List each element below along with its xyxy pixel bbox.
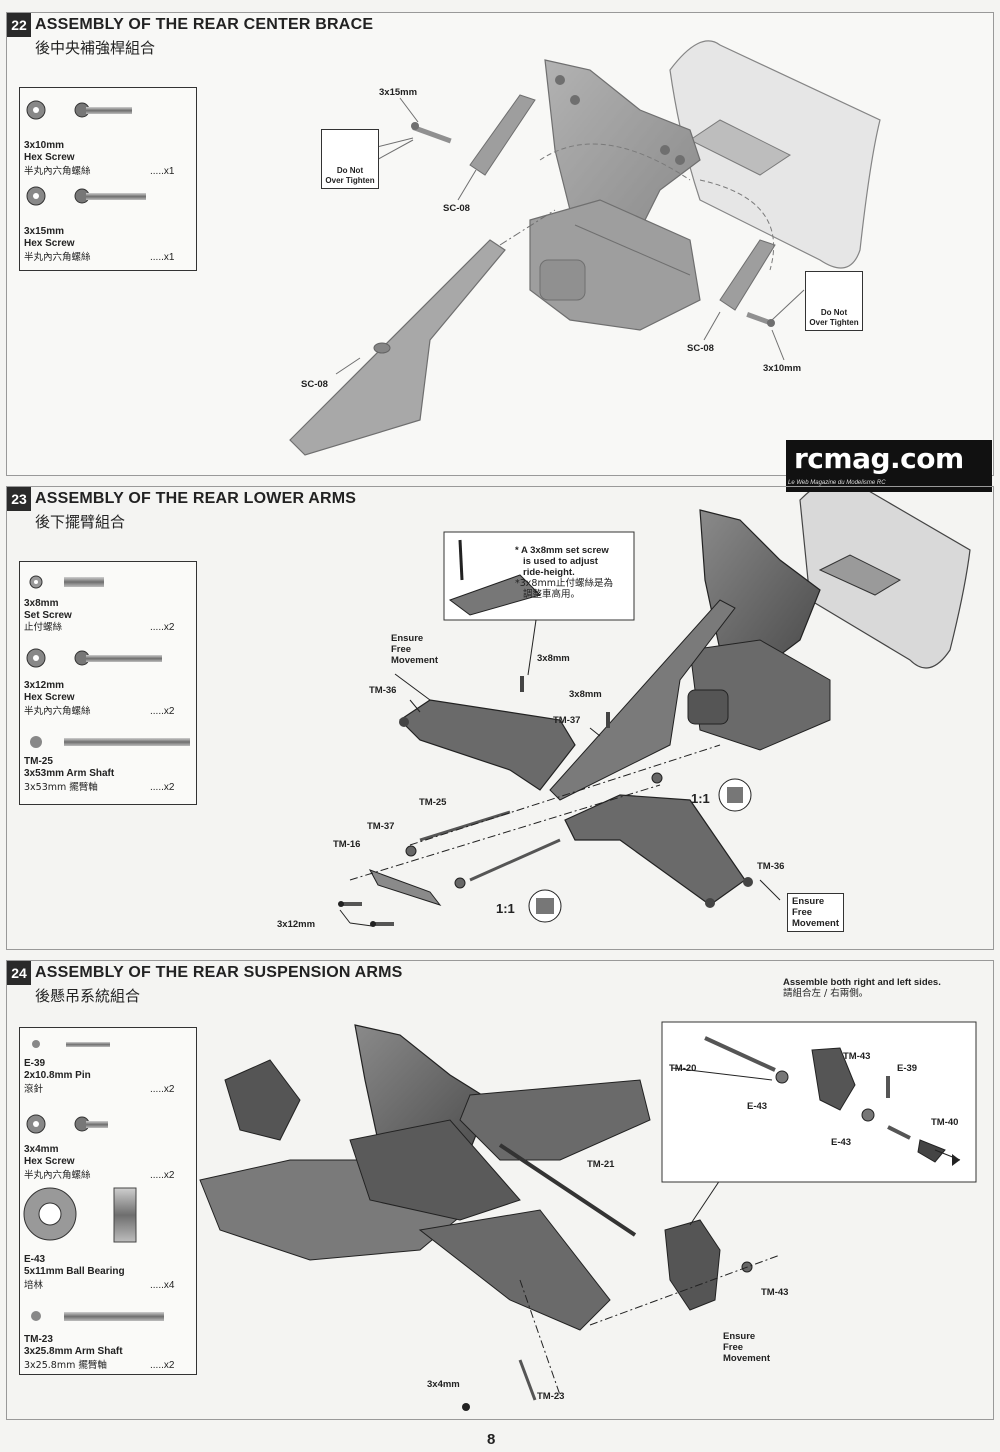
label-3x15mm: 3x15mm [379,87,418,98]
part-qty: .....x4 [150,1280,175,1291]
label-3x8mm: 3x8mm [569,689,602,700]
part-cn: 3x25.8mm 擺臂軸 [24,1360,107,1371]
part-name: 3x4mm [24,1144,59,1155]
part-name: 3x8mm [24,598,59,609]
part-desc: 5x11mm Ball Bearing [24,1266,125,1277]
label-tm43: TM-43 [761,1287,789,1298]
step-number: 24 [7,961,31,985]
label-3x8mm: 3x8mm [537,653,570,664]
do-not-over-tighten-note: Do Not Over Tighten [321,129,379,189]
ride-height-callout: * A 3x8mm set screw is used to adjust ri… [515,545,613,600]
parts-icons [26,575,190,748]
label-ratio: 1:1 [691,791,710,806]
part-cn: 半丸內六角螺絲 [24,252,91,263]
label-sc08: SC-08 [687,343,714,354]
inset-label-e43: E-43 [747,1101,768,1112]
page-number: 8 [487,1431,496,1448]
label-tm36: TM-36 [757,861,785,872]
part-qty: .....x2 [150,622,175,633]
part-desc: Hex Screw [24,1156,75,1167]
step-subtitle: 後中央補強桿組合 [35,39,156,57]
label-tm37: TM-37 [553,715,581,726]
parts-icons [23,1040,164,1321]
label-3x10mm: 3x10mm [763,363,802,374]
part-name: 3x12mm [24,680,65,691]
step-subtitle: 後懸吊系統組合 [35,987,141,1005]
ensure-free-movement: Ensure Free Movement [787,893,844,932]
step-title: ASSEMBLY OF THE REAR CENTER BRACE [35,16,374,33]
label-tm25: TM-25 [419,797,447,808]
part-qty: .....x2 [150,706,175,717]
step-23: 23 ASSEMBLY OF THE REAR LOWER ARMS 後下擺臂組… [6,486,994,950]
part-cn: 半丸內六角螺絲 [24,166,91,177]
part-desc: Hex Screw [24,152,75,163]
rcmag-logo: rcmag.com Le Web Magazine du Modelisme R… [786,440,992,492]
part-desc: Set Screw [24,610,72,621]
part-desc: Hex Screw [24,692,75,703]
part-desc: Hex Screw [24,238,75,249]
part-desc: 2x10.8mm Pin [24,1070,91,1081]
part-qty: .....x2 [150,1170,175,1181]
label-tm16: TM-16 [333,839,361,850]
section-23-drawing [338,476,971,927]
label-ratio: 1:1 [496,901,515,916]
part-qty: .....x1 [150,166,175,177]
step-title: ASSEMBLY OF THE REAR SUSPENSION ARMS [35,964,403,981]
part-qty: .....x1 [150,252,175,263]
part-name: E-39 [24,1058,46,1069]
inset-label-e43: E-43 [831,1137,852,1148]
label-tm23: TM-23 [537,1391,565,1402]
part-desc: 3x53mm Arm Shaft [24,768,115,779]
step-subtitle: 後下擺臂組合 [35,513,126,531]
do-not-over-tighten-note: Do Not Over Tighten [805,271,863,331]
logo-text: rcmag.com [794,442,964,475]
label-3x12mm: 3x12mm [277,919,316,930]
both-sides-note: Assemble both right and left sides. 請組合左… [783,977,941,999]
section-22-drawing [289,40,881,456]
part-qty: .....x2 [150,1360,175,1371]
part-name: 3x10mm [24,140,65,151]
logo-tagline: Le Web Magazine du Modelisme RC [788,480,886,486]
ensure-free-movement: Ensure Free Movement [391,633,438,666]
parts-icons [26,100,146,206]
part-cn: 半丸內六角螺絲 [24,706,91,717]
inset-label-tm43: TM-43 [843,1051,871,1062]
label-tm37: TM-37 [367,821,395,832]
label-3x4mm: 3x4mm [427,1379,460,1390]
label-tm36: TM-36 [369,685,397,696]
part-cn: 3x53mm 擺臂軸 [24,782,98,793]
step-24: 24 ASSEMBLY OF THE REAR SUSPENSION ARMS … [6,960,994,1420]
parts-box: 3x8mm Set Screw 止付螺絲 .....x2 3x12mm Hex … [19,561,197,805]
part-name: TM-23 [24,1334,53,1345]
part-cn: 半丸內六角螺絲 [24,1170,91,1181]
step-number: 22 [7,13,31,37]
step-title: ASSEMBLY OF THE REAR LOWER ARMS [35,490,357,507]
section-24-drawing [199,1021,977,1411]
part-cn: 培林 [24,1280,44,1291]
parts-box: E-39 2x10.8mm Pin 滾針 .....x2 3x4mm Hex S… [19,1027,197,1375]
step-number: 23 [7,487,31,511]
part-qty: .....x2 [150,782,175,793]
part-qty: .....x2 [150,1084,175,1095]
inset-label-tm40: TM-40 [931,1117,959,1128]
part-cn: 滾針 [24,1084,44,1095]
label-sc08: SC-08 [443,203,470,214]
part-desc: 3x25.8mm Arm Shaft [24,1346,123,1357]
inset-label-tm20: TM-20 [669,1063,697,1074]
step-22: 22 ASSEMBLY OF THE REAR CENTER BRACE 後中央… [6,12,994,476]
inset-label-e39: E-39 [897,1063,918,1074]
part-cn: 止付螺絲 [24,622,63,633]
ensure-free-movement: Ensure Free Movement [723,1331,770,1364]
part-name: 3x15mm [24,226,65,237]
part-name: E-43 [24,1254,46,1265]
parts-box: 3x10mm Hex Screw 半丸內六角螺絲 .....x1 3x15mm … [19,87,197,271]
label-tm21: TM-21 [587,1159,615,1170]
label-sc08: SC-08 [301,379,328,390]
part-name: TM-25 [24,756,53,767]
